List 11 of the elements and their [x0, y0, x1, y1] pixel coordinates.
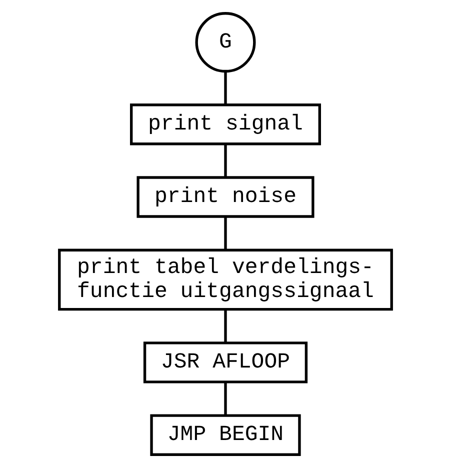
node-box: print noise	[136, 176, 314, 218]
node-box: print signal	[130, 104, 321, 146]
connector	[224, 71, 227, 105]
connector	[224, 382, 227, 416]
connector	[224, 310, 227, 342]
node-box: JSR AFLOOP	[143, 342, 308, 384]
node-circle: G	[195, 12, 256, 73]
connector	[224, 144, 227, 178]
node-box: JMP BEGIN	[150, 414, 301, 456]
connector	[224, 216, 227, 250]
node-box: print tabel verdelings- functie uitgangssignaal	[58, 248, 393, 311]
